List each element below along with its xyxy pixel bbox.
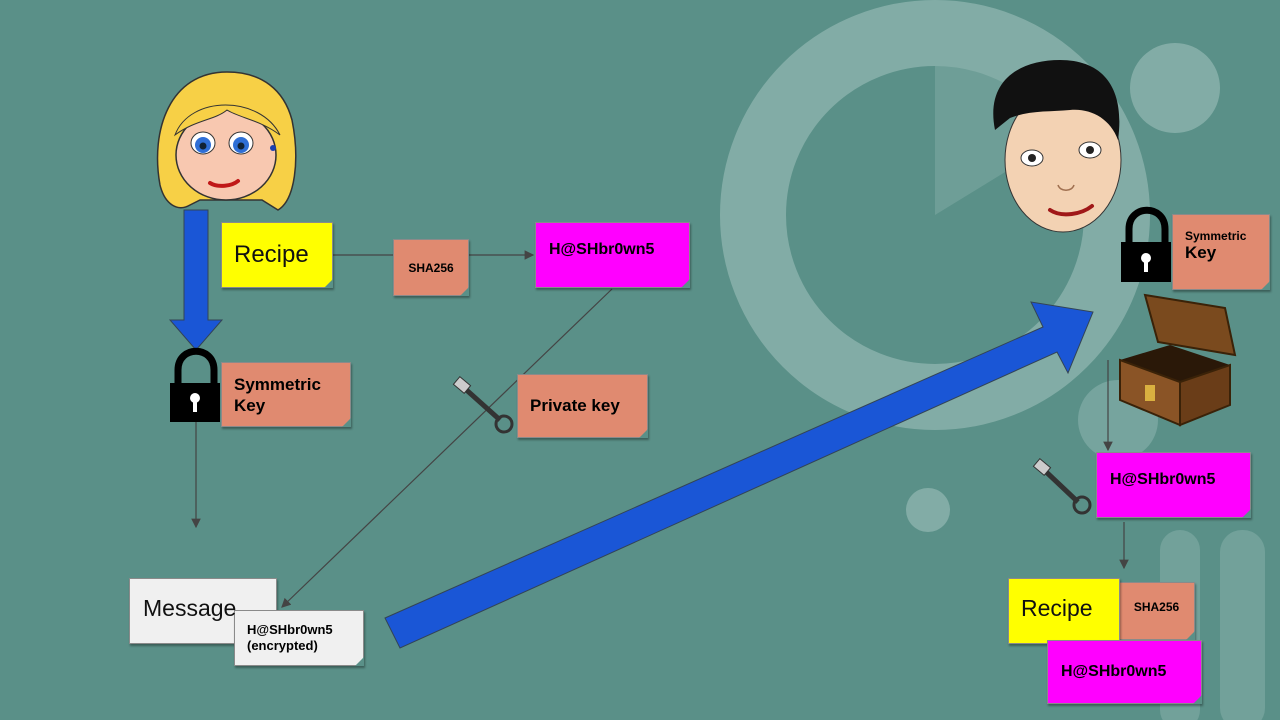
recipe-label: Recipe bbox=[234, 241, 309, 268]
sha256-note-left: SHA256 bbox=[393, 239, 469, 296]
sha256-note-right: SHA256 bbox=[1118, 582, 1195, 640]
arrow-send-blue bbox=[384, 301, 1094, 649]
sha256-right-label: SHA256 bbox=[1133, 600, 1180, 614]
private-key-label: Private key bbox=[530, 396, 620, 415]
symmetric-key-right-line1: Symmetric bbox=[1185, 229, 1247, 243]
symmetric-key-label: Symmetric Key bbox=[234, 374, 321, 415]
encrypted-hash-label: H@SHbr0wn5 bbox=[247, 622, 333, 637]
private-key-note: Private key bbox=[517, 374, 648, 438]
hash-note-bottom: H@SHbr0wn5 bbox=[1047, 640, 1202, 704]
sha256-label: SHA256 bbox=[408, 260, 454, 275]
hash-note-top: H@SHbr0wn5 bbox=[535, 222, 690, 288]
symmetric-key-right-line2: Key bbox=[1185, 243, 1217, 262]
recipe-note-right: Recipe bbox=[1008, 578, 1120, 644]
recipe-right-label: Recipe bbox=[1021, 595, 1093, 621]
connector-hash-message bbox=[281, 288, 613, 608]
treasure-chest-icon bbox=[1119, 293, 1237, 427]
encrypted-hash-note: H@SHbr0wn5 (encrypted) bbox=[234, 610, 364, 666]
padlock-icon bbox=[170, 347, 220, 422]
hash-right-label: H@SHbr0wn5 bbox=[1110, 471, 1216, 488]
skeleton-key-icon bbox=[1032, 457, 1092, 515]
recipe-note-left: Recipe bbox=[221, 222, 333, 288]
encrypted-tag-label: (encrypted) bbox=[247, 638, 318, 653]
arrow-down-blue bbox=[168, 209, 224, 351]
man-avatar-icon bbox=[993, 60, 1122, 233]
woman-avatar-icon bbox=[156, 71, 297, 211]
symmetric-key-note-left: Symmetric Key bbox=[221, 362, 351, 427]
hash-note-right: H@SHbr0wn5 bbox=[1096, 452, 1251, 518]
hash-bottom-label: H@SHbr0wn5 bbox=[1061, 663, 1167, 680]
hash-label: H@SHbr0wn5 bbox=[549, 241, 655, 258]
skeleton-key-icon bbox=[452, 375, 514, 434]
padlock-icon bbox=[1121, 206, 1171, 282]
symmetric-key-note-right: Symmetric Key bbox=[1172, 214, 1270, 290]
message-label: Message bbox=[143, 595, 237, 621]
